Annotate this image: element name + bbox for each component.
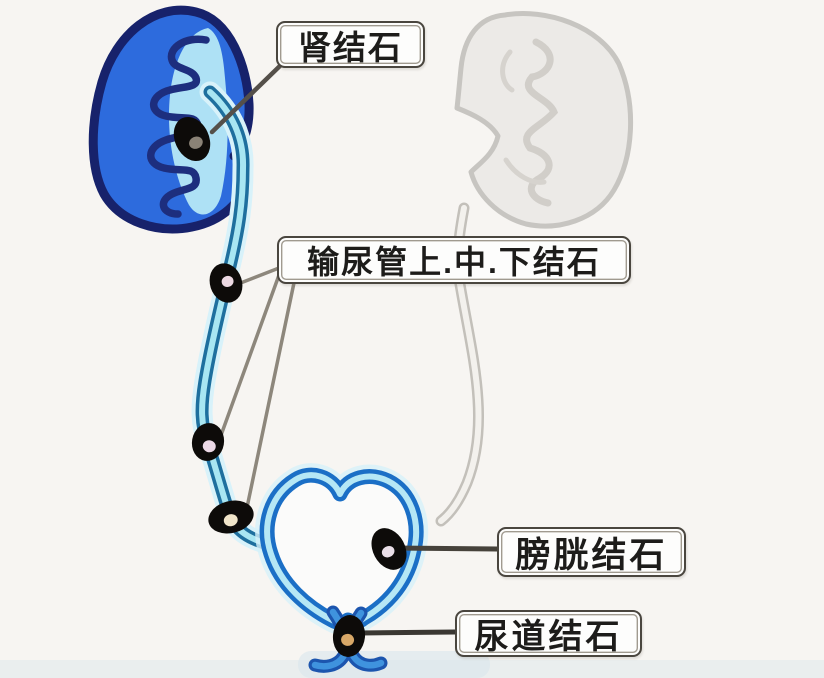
right-kidney-sketch-lines (500, 49, 547, 185)
label-bladder-stone: 膀胱结石 (497, 527, 686, 577)
left-kidney (88, 5, 254, 234)
label-urethra-stone-text: 尿道结石 (474, 618, 623, 656)
label-bladder-stone-text: 膀胱结石 (515, 535, 668, 575)
leader-kidney-stone (209, 59, 287, 135)
ureter-middle-stone (191, 423, 225, 461)
urethra-stone (332, 615, 366, 657)
right-kidney-calyces-sketch (523, 38, 559, 207)
leader-ureter-lower-stone (243, 276, 297, 519)
bladder-stone (371, 528, 407, 570)
ureter-lower-stone-highlight (223, 514, 238, 527)
leader-lines (209, 59, 500, 636)
ureter-lower-stone (208, 500, 254, 534)
leader-ureter-middle-stone (218, 262, 285, 440)
left-ureter (191, 81, 302, 557)
right-kidney-faded (454, 11, 634, 229)
kidney-stone (173, 116, 211, 162)
left-ureter-inner (199, 89, 294, 549)
leader-bladder-stone (391, 545, 500, 552)
ureter-upper-stone (209, 263, 243, 303)
label-kidney-stone: 肾结石 (276, 21, 425, 68)
leader-urethra-stone (357, 629, 458, 636)
ureter-upper-stone-highlight (221, 275, 234, 287)
label-kidney-stone-text: 肾结石 (298, 28, 403, 66)
kidney-stone-highlight (189, 136, 203, 149)
bladder-stone-highlight (381, 545, 395, 558)
stones (173, 116, 407, 657)
label-urethra-stone: 尿道结石 (455, 610, 642, 657)
urethra-stone-highlight (341, 633, 355, 646)
label-ureter-stones: 输尿管上.中.下结石 (277, 236, 631, 284)
ureter-middle-stone-highlight (202, 440, 216, 453)
label-ureter-stones-text: 输尿管上.中.下结石 (307, 244, 601, 280)
leader-ureter-upper-stone (236, 266, 281, 286)
